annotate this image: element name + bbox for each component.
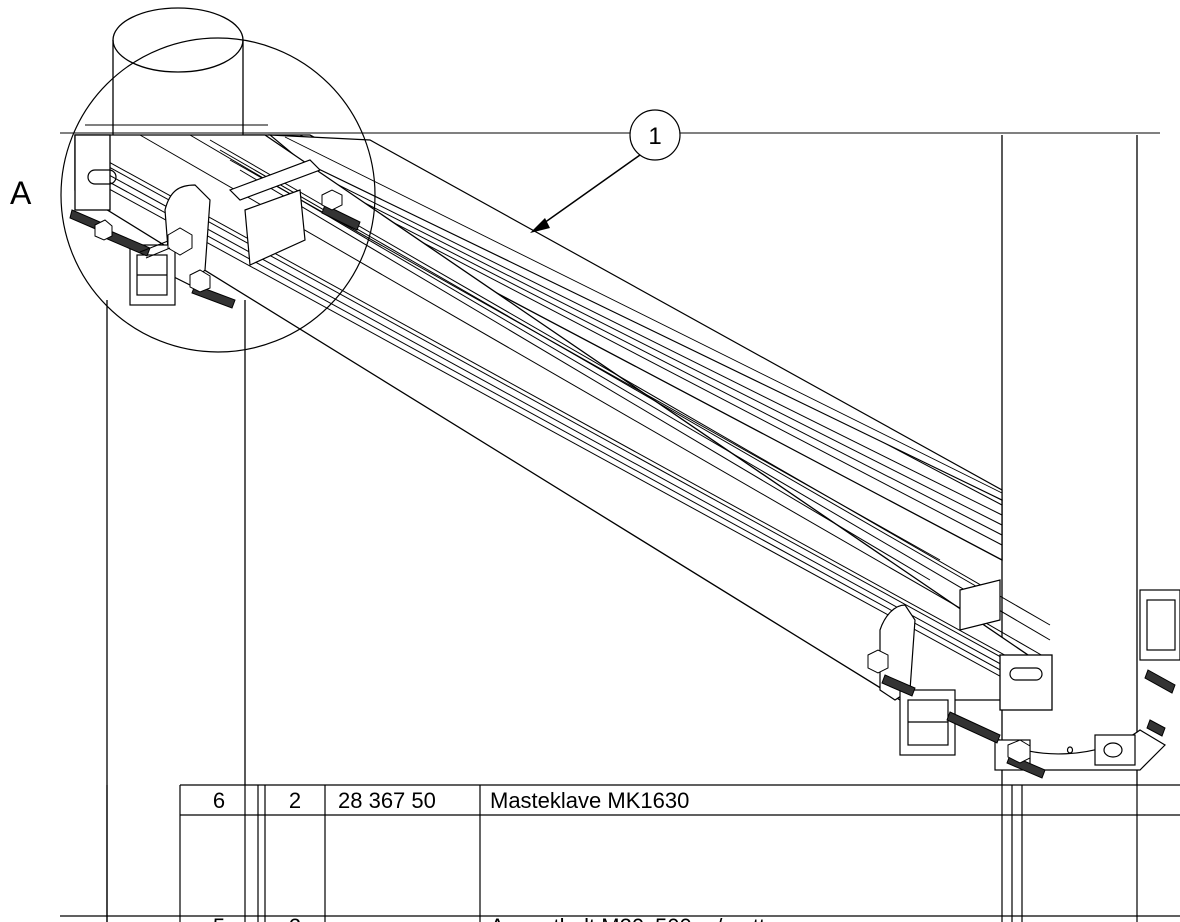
bom-pos: 5	[213, 914, 225, 922]
bom-qty: 2	[289, 914, 301, 922]
bom-row: 5 2 A-mastbolt M20x500 m/muttere	[213, 914, 797, 922]
detail-circle-a	[60, 37, 376, 353]
bom-part-number: 28 367 50	[338, 788, 436, 813]
detail-label: A	[10, 175, 32, 211]
callout-number: 1	[648, 123, 661, 150]
construction-line	[60, 124, 1160, 134]
threaded-bolts	[69, 189, 1176, 779]
bom-pos: 6	[213, 788, 225, 813]
bom-row: 6 2 28 367 50 Masteklave MK1630	[213, 788, 689, 813]
bom-description: Masteklave MK1630	[490, 788, 689, 813]
leader-arrowhead	[530, 218, 550, 233]
leader-line	[536, 154, 641, 229]
lower-beam	[74, 134, 1053, 711]
cross-bars	[228, 159, 1001, 631]
bom-qty: 2	[289, 788, 301, 813]
bom-table: 6 2 28 367 50 Masteklave MK1630 5 2 A-ma…	[60, 784, 1180, 922]
callout-balloon-1: 1	[530, 109, 681, 233]
bom-description: A-mastbolt M20x500 m/muttere	[490, 914, 797, 922]
